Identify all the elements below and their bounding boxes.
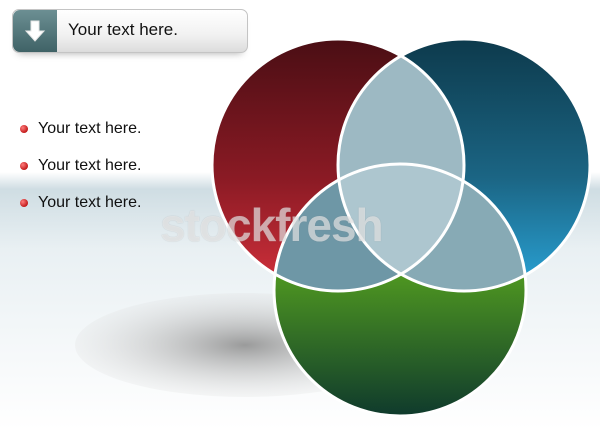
arrow-down-icon bbox=[13, 10, 57, 52]
bullet-item-1: Your text here. bbox=[20, 110, 141, 147]
header-title: Your text here. bbox=[68, 20, 178, 39]
bullet-dot-icon bbox=[20, 198, 28, 207]
bullet-dot-icon bbox=[20, 124, 28, 133]
bullet-list: Your text here. Your text here. Your tex… bbox=[20, 110, 141, 221]
bullet-text-2: Your text here. bbox=[38, 156, 142, 174]
header-bar: Your text here. bbox=[12, 9, 248, 53]
circle-blue-outline bbox=[336, 37, 592, 293]
bullet-text-1: Your text here. bbox=[38, 119, 142, 137]
watermark: stockfresh bbox=[160, 199, 384, 251]
bullet-item-2: Your text here. bbox=[20, 147, 141, 184]
bullet-text-3: Your text here. bbox=[38, 193, 142, 211]
circle-red-outline bbox=[210, 37, 466, 293]
circle-green-outline bbox=[272, 162, 528, 418]
bullet-dot-icon bbox=[20, 161, 28, 170]
bullet-item-3: Your text here. bbox=[20, 184, 141, 221]
